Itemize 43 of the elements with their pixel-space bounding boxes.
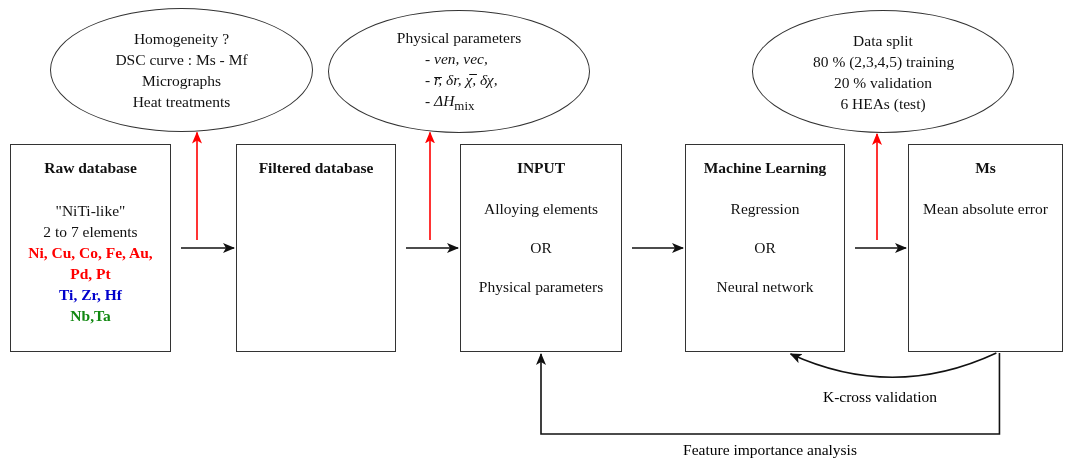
node-text: - ΔH$_{mix}$ [425, 90, 475, 116]
node-text: "NiTi-like" [55, 201, 126, 221]
node-text: Physical parameters [478, 277, 604, 297]
process-box [908, 144, 1063, 352]
arrow [405, 243, 459, 253]
node-text: Data split [853, 30, 913, 51]
process-box [460, 144, 622, 352]
node-text: Ti, Zr, Hf [59, 285, 122, 305]
arrow [854, 243, 907, 253]
arrow [789, 352, 998, 379]
arrow [631, 243, 684, 253]
node-text: Physical parameters [396, 27, 522, 48]
node-text: 20 % validation [833, 72, 933, 93]
node-text: OR [530, 238, 552, 258]
node-text: - ven, vec, [425, 48, 488, 69]
process-box [236, 144, 396, 352]
process-box [10, 144, 171, 352]
box-title: Ms [975, 158, 996, 178]
arrow [536, 352, 1001, 435]
box-title: Raw database [44, 158, 137, 178]
node-text: Heat treatments [132, 92, 231, 112]
node-text: Alloying elements [483, 199, 599, 219]
node-text: 2 to 7 elements [43, 222, 138, 242]
arrow [425, 131, 435, 241]
node-text: - r̅, δr, χ̅, δχ, [425, 69, 498, 90]
node-text: Mean absolute error [923, 199, 1048, 219]
process-box [685, 144, 845, 352]
node-text: Neural network [716, 277, 814, 297]
box-title: Filtered database [258, 158, 374, 178]
node-text: DSC curve : Ms - Mf [115, 50, 248, 70]
node-text: OR [754, 238, 776, 258]
arrow [872, 132, 882, 241]
node-text: 80 % (2,3,4,5) training [813, 51, 953, 72]
arrow [192, 131, 202, 241]
node-text: Nb,Ta [70, 306, 111, 326]
box-title: INPUT [516, 158, 566, 178]
arrow [180, 243, 235, 253]
node-text: Homogeneity ? [133, 29, 230, 49]
node-text: Ni, Cu, Co, Fe, Au, Pd, Pt [28, 243, 153, 284]
node-text: 6 HEAs (test) [840, 93, 926, 114]
box-title: Machine Learning [703, 158, 827, 178]
node-text: Micrographs [141, 71, 222, 91]
node-text: Regression [730, 199, 800, 219]
